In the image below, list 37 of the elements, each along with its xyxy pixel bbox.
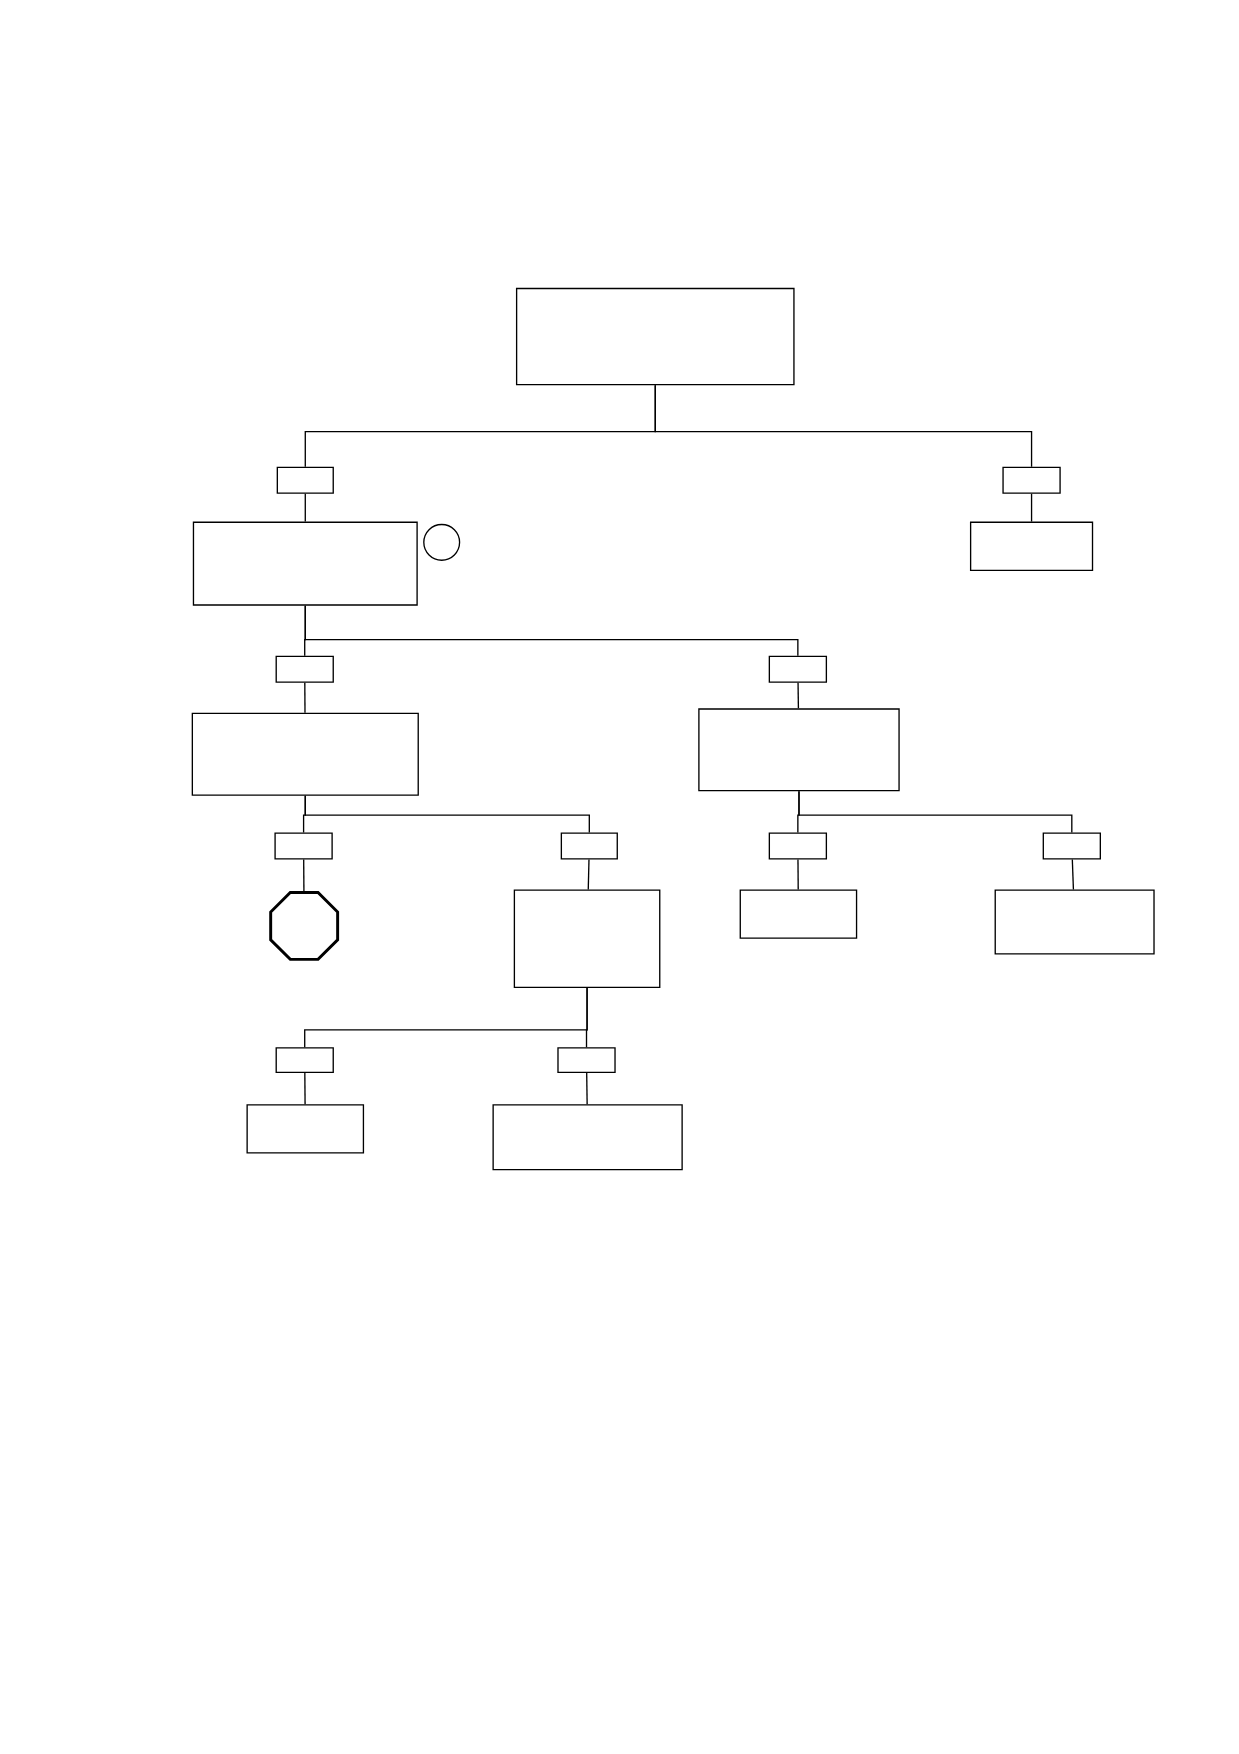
empty-box bbox=[560, 832, 618, 860]
connector-line bbox=[1071, 858, 1075, 891]
connector-line bbox=[585, 987, 588, 1048]
connector-line bbox=[586, 1072, 588, 1105]
circle bbox=[423, 523, 461, 561]
connector-line bbox=[304, 1072, 306, 1105]
connector-line bbox=[1030, 493, 1033, 523]
connector-line bbox=[798, 790, 1073, 834]
connector-line bbox=[797, 858, 799, 891]
empty-box bbox=[557, 1047, 616, 1074]
empty-box bbox=[1042, 832, 1101, 860]
connector-line bbox=[304, 493, 306, 523]
empty-box bbox=[969, 521, 1094, 571]
empty-box bbox=[191, 712, 419, 796]
empty-box bbox=[994, 889, 1155, 955]
empty-box bbox=[768, 832, 828, 860]
connector-line bbox=[304, 604, 799, 657]
empty-box bbox=[246, 1104, 365, 1154]
empty-box bbox=[513, 889, 661, 989]
empty-box bbox=[1002, 466, 1061, 494]
connector-line bbox=[587, 858, 590, 891]
connector-line bbox=[303, 858, 305, 892]
connector-line bbox=[304, 795, 590, 834]
connector-line bbox=[654, 384, 1033, 468]
connector-line bbox=[797, 682, 800, 709]
empty-box bbox=[276, 466, 334, 494]
empty-box bbox=[515, 287, 795, 386]
connector-line bbox=[304, 682, 306, 714]
empty-box bbox=[698, 708, 900, 792]
octagon bbox=[269, 890, 340, 961]
empty-box bbox=[275, 1047, 334, 1074]
empty-box bbox=[492, 1104, 683, 1171]
empty-box bbox=[274, 832, 333, 860]
empty-box bbox=[192, 521, 418, 606]
empty-box bbox=[768, 655, 828, 683]
empty-box bbox=[275, 655, 334, 683]
empty-box bbox=[739, 889, 858, 939]
